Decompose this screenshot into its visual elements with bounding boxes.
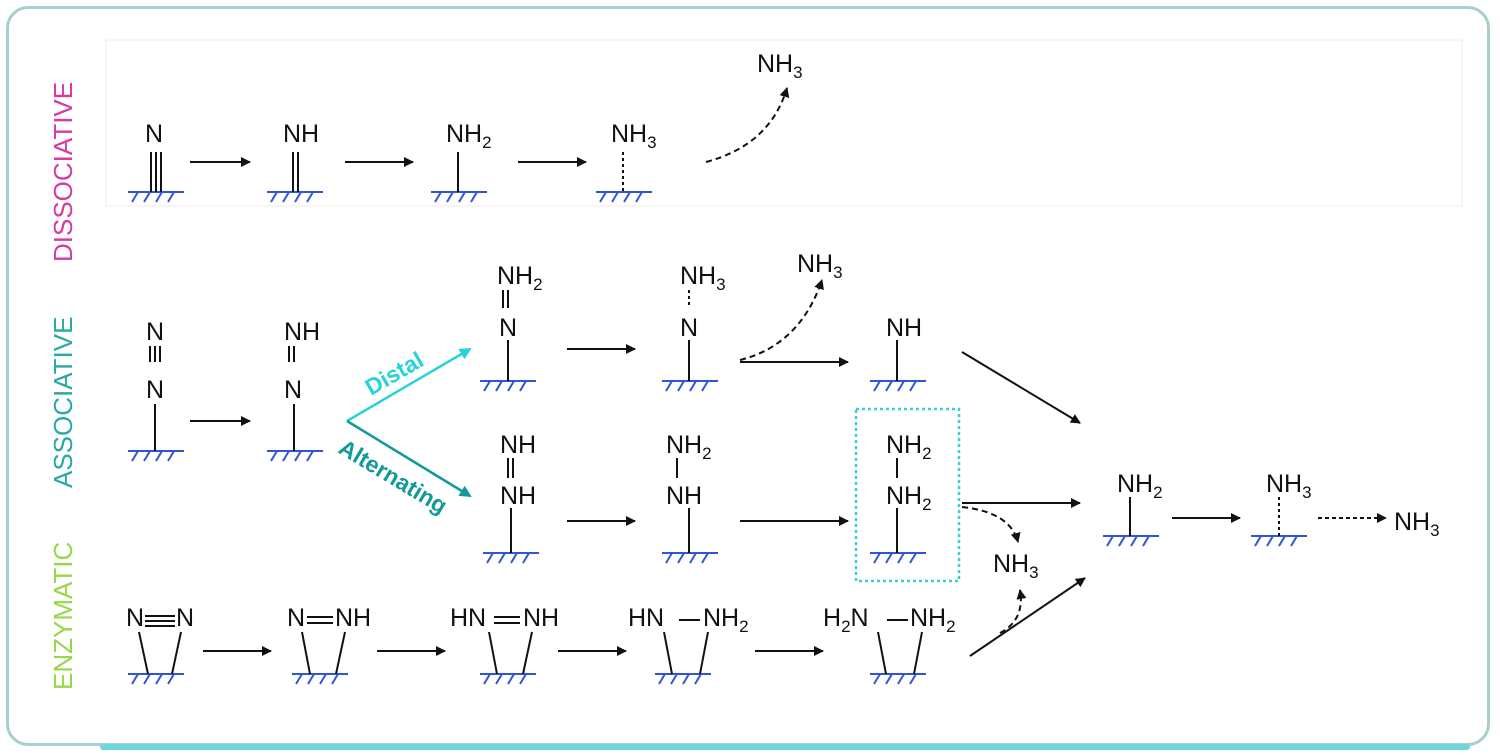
distal-1-top: NH2: [497, 262, 543, 294]
alt-1-top: NH: [500, 431, 536, 459]
surface-assoc-2: [267, 450, 323, 462]
alt-1-bottom: NH: [500, 482, 536, 510]
assoc-1-top-n: N: [146, 318, 164, 346]
enz-1-right: N: [176, 604, 194, 632]
assoc-1-bottom-n: N: [146, 376, 164, 404]
highlight-box: [854, 407, 961, 583]
enz-4-right: NH2: [703, 604, 749, 636]
distal-2-top: NH3: [680, 262, 726, 294]
surface-assoc-1: [128, 450, 184, 462]
surface-alt-3: [870, 552, 926, 564]
enz-5-left: H2N: [823, 604, 869, 636]
label-dissociative: DISSOCIATIVE: [48, 82, 78, 262]
arrow-branch-distal: [346, 347, 472, 423]
distal-1-bottom: N: [499, 314, 517, 342]
surface-diss-4: [596, 191, 652, 203]
enz-2-right: NH: [335, 604, 371, 632]
diss-nh3-released: NH3: [757, 50, 803, 82]
distal-2-bottom: N: [680, 314, 698, 342]
surface-distal-2: [662, 380, 718, 392]
merge-nh2: NH2: [1117, 470, 1163, 502]
arrow-distal-release: [739, 279, 824, 361]
enz-3-left: HN: [450, 604, 486, 632]
enz-5-right: NH2: [910, 604, 956, 636]
surface-enz-3: [480, 673, 536, 685]
alt-2-bottom: NH: [666, 482, 702, 510]
surface-enz-5: [870, 673, 926, 685]
surface-diss-3: [431, 191, 487, 203]
alt-3-bottom: NH2: [886, 482, 932, 514]
alt-nh3-released: NH3: [993, 550, 1039, 582]
distal-3-nh: NH: [886, 314, 922, 342]
surface-diss-1: [128, 191, 184, 203]
merge-nh3-released: NH3: [1394, 508, 1440, 540]
diss-n: N: [145, 120, 163, 148]
assoc-2-top-nh: NH: [284, 318, 320, 346]
distal-nh3-released: NH3: [797, 250, 843, 282]
enz-3-right: NH: [523, 604, 559, 632]
arrow-enz-release: [999, 589, 1027, 634]
label-alternating: Alternating: [334, 434, 451, 519]
assoc-2-bottom-n: N: [284, 376, 302, 404]
label-enzymatic: ENZYMATIC: [48, 542, 78, 690]
arrow-distal-merge: [961, 351, 1081, 424]
label-associative: ASSOCIATIVE: [48, 317, 78, 488]
frame-bottom-accent: [100, 744, 1470, 750]
surface-enz-4: [655, 673, 711, 685]
figure-frame: [6, 6, 1490, 746]
diss-nh2: NH2: [446, 120, 492, 152]
arrow-diss-release: [705, 87, 790, 163]
arrow-branch-alternating: [346, 419, 472, 498]
surface-merge-2: [1251, 535, 1307, 547]
surface-distal-1: [480, 380, 536, 392]
surface-enz-2: [292, 673, 348, 685]
surface-enz-1: [128, 673, 184, 685]
arrow-alt-release: [961, 506, 1021, 543]
enz-2-left: N: [287, 604, 305, 632]
arrow-enz-merge: [969, 577, 1086, 657]
surface-diss-2: [267, 191, 323, 203]
surface-distal-3: [870, 380, 926, 392]
surface-alt-2: [662, 552, 718, 564]
enz-4-left: HN: [628, 604, 664, 632]
surface-alt-1: [483, 552, 539, 564]
enz-1-left: N: [126, 604, 144, 632]
surface-merge-1: [1103, 535, 1159, 547]
alt-2-top: NH2: [666, 431, 712, 463]
alt-3-top: NH2: [886, 431, 932, 463]
diss-nh: NH: [283, 120, 319, 148]
dissociative-panel: [105, 39, 1463, 207]
merge-nh3-adsorbed: NH3: [1266, 470, 1312, 502]
diss-nh3: NH3: [611, 120, 657, 152]
